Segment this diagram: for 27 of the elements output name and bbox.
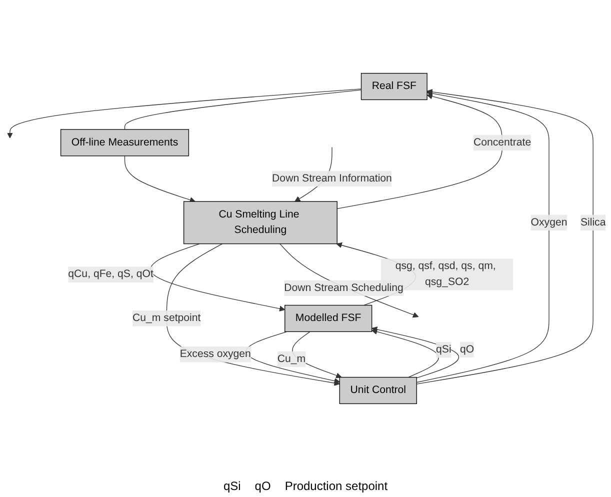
edge-label: Down Stream Information — [272, 172, 392, 184]
signal-label: qSi — [223, 479, 241, 493]
edge-label: qSi — [436, 344, 452, 356]
edge-label: Cu_m — [277, 353, 306, 365]
signal-label: Production setpoint — [284, 479, 388, 493]
process-box: Unit Control — [339, 376, 417, 404]
edge-label: qO — [460, 344, 474, 355]
edge-label: Down Stream Scheduling — [284, 282, 404, 294]
arrow — [336, 94, 503, 210]
edge-label: Silica — [580, 216, 606, 228]
arrow — [372, 328, 439, 378]
process-box: Cu Smelting Line Scheduling — [183, 201, 338, 244]
arrow — [150, 243, 286, 312]
process-box: Off-line Measurements — [60, 129, 190, 156]
signal-label: qO — [254, 479, 271, 493]
edge-label: Oxygen — [530, 216, 568, 228]
process-box: Real FSF — [360, 72, 428, 100]
arrow — [7, 88, 362, 138]
edge-label: Cu_m setpoint — [132, 312, 201, 324]
process-box: Modelled FSF — [284, 304, 372, 332]
arrow — [416, 90, 550, 383]
edge-label: Concentrate — [473, 136, 532, 148]
edge-label: qCu, qFe, qS, qOt — [68, 268, 154, 280]
edge-label: Excess oxygen — [180, 348, 251, 360]
arrow — [372, 326, 459, 378]
arrow — [416, 89, 594, 384]
arrow — [124, 156, 196, 203]
